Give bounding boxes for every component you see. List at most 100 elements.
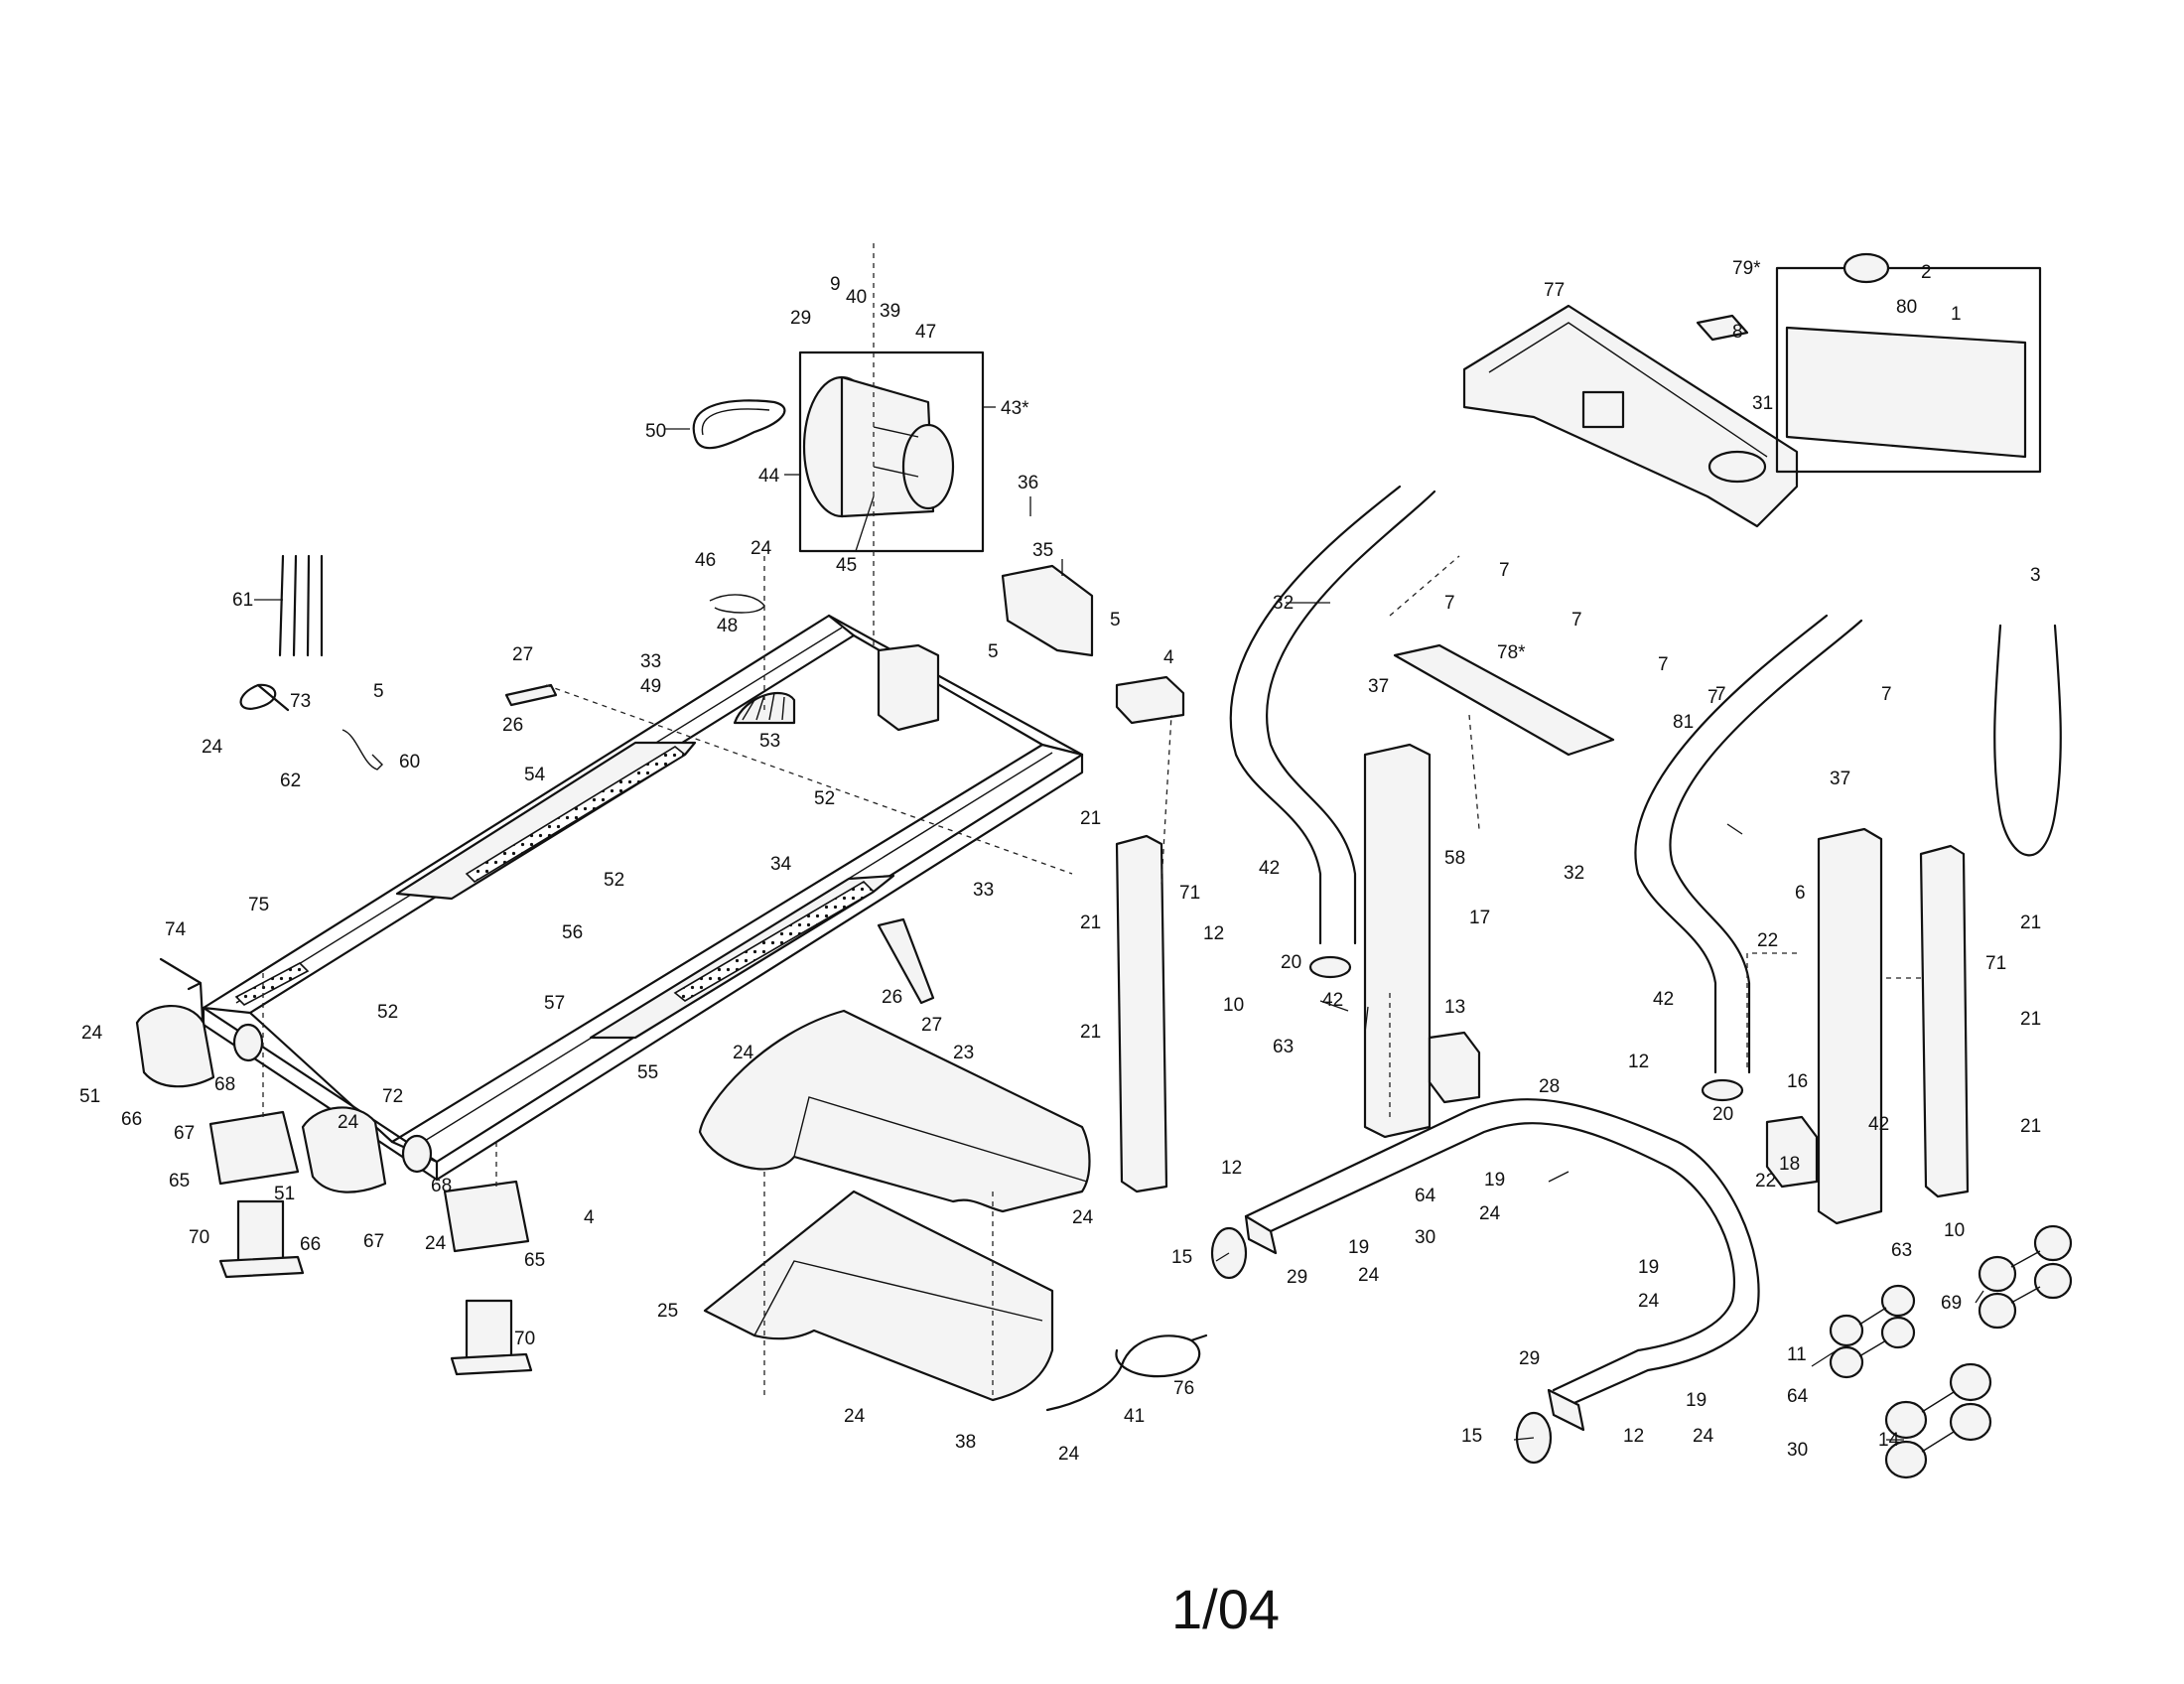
callout-5a: 5 <box>1110 610 1121 631</box>
motor-bracket-35 <box>1001 564 1094 657</box>
base-tray-25 <box>703 1190 1054 1402</box>
callout-47: 47 <box>915 322 936 343</box>
wire-46 <box>709 594 765 614</box>
callout-10b: 10 <box>1944 1220 1965 1241</box>
callout-28: 28 <box>1539 1076 1560 1097</box>
controller-4 <box>1115 675 1185 725</box>
end-cap-67-right <box>301 1106 387 1193</box>
callout-40: 40 <box>846 287 867 308</box>
callout-21b: 21 <box>1080 912 1101 933</box>
callout-42c: 42 <box>1653 989 1674 1010</box>
callout-27a: 27 <box>512 644 533 665</box>
callout-21a: 21 <box>1080 808 1101 829</box>
callout-13: 13 <box>1444 997 1465 1018</box>
callout-17: 17 <box>1469 908 1490 928</box>
callout-52a: 52 <box>814 788 835 809</box>
callout-7e: 7 <box>1707 687 1718 708</box>
safety-key-3 <box>1993 624 2062 857</box>
callout-79: 79* <box>1732 258 1761 279</box>
label-8 <box>1696 314 1749 342</box>
callout-75: 75 <box>248 895 269 915</box>
callout-1: 1 <box>1951 304 1962 325</box>
callout-22b: 22 <box>1755 1171 1776 1192</box>
callout-65a: 65 <box>169 1171 190 1192</box>
callout-58: 58 <box>1444 848 1465 869</box>
callout-67b: 67 <box>363 1231 384 1252</box>
console-77 <box>1462 304 1799 528</box>
callout-19a: 19 <box>1484 1170 1505 1191</box>
callout-3: 3 <box>2030 565 2041 586</box>
motor-mount <box>877 643 940 732</box>
callout-5b: 5 <box>988 641 999 662</box>
callout-20a: 20 <box>1281 952 1301 973</box>
callout-24i: 24 <box>1058 1444 1080 1465</box>
callout-20b: 20 <box>1712 1104 1733 1125</box>
callout-12a: 12 <box>1203 923 1224 944</box>
callout-57: 57 <box>544 993 565 1014</box>
callout-7b: 7 <box>1499 560 1510 581</box>
callout-70a: 70 <box>189 1227 209 1248</box>
callout-63a: 63 <box>1273 1037 1294 1057</box>
block-13 <box>1428 1031 1481 1104</box>
callout-30a: 30 <box>1415 1227 1435 1248</box>
drive-belt-50 <box>692 399 786 450</box>
callout-68b: 68 <box>431 1176 452 1196</box>
callout-41: 41 <box>1124 1406 1145 1427</box>
callout-44: 44 <box>758 466 780 487</box>
callout-50: 50 <box>645 421 666 442</box>
dumbbells-69 <box>1978 1224 2073 1330</box>
callout-24g: 24 <box>1072 1207 1094 1228</box>
callout-78: 78* <box>1497 642 1526 663</box>
callout-39: 39 <box>880 301 900 322</box>
callout-labels: 9 40 39 29 47 50 43* 44 36 45 24 46 48 3… <box>79 258 2041 1465</box>
callout-74: 74 <box>165 919 187 940</box>
callout-33a: 33 <box>640 651 661 672</box>
handrail-32-right <box>1634 614 1829 1074</box>
callout-29: 29 <box>790 308 811 329</box>
callout-7g: 7 <box>1715 684 1726 705</box>
motor-hood-23 <box>698 1009 1091 1213</box>
callout-2: 2 <box>1921 262 1932 283</box>
callout-18: 18 <box>1779 1154 1800 1175</box>
callout-37b: 37 <box>1830 769 1850 789</box>
callout-34: 34 <box>770 854 792 875</box>
callout-77: 77 <box>1544 280 1565 301</box>
callout-33b: 33 <box>973 880 994 901</box>
callout-49: 49 <box>640 676 661 697</box>
pad-75 <box>234 962 310 1006</box>
callout-24m: 24 <box>1693 1426 1714 1447</box>
callout-9: 9 <box>830 274 841 295</box>
callout-42a: 42 <box>1259 858 1280 879</box>
leader-lines <box>254 406 1984 1441</box>
callout-16: 16 <box>1787 1071 1808 1092</box>
callout-21c: 21 <box>1080 1022 1101 1043</box>
callout-11: 11 <box>1787 1344 1807 1365</box>
callout-65b: 65 <box>524 1250 545 1271</box>
callout-24f: 24 <box>425 1233 447 1254</box>
callout-21d: 21 <box>2020 912 2041 933</box>
wire-60 <box>341 729 383 771</box>
callout-32b: 32 <box>1564 863 1584 884</box>
callout-70b: 70 <box>514 1329 535 1349</box>
callout-64b: 64 <box>1787 1386 1809 1407</box>
leveler-65-right <box>443 1180 533 1376</box>
callout-67a: 67 <box>174 1123 195 1144</box>
callout-24c: 24 <box>81 1023 103 1044</box>
end-cap-67-left <box>135 1005 215 1088</box>
callout-31: 31 <box>1752 393 1773 414</box>
dumbbells-14 <box>1884 1362 1992 1479</box>
callout-12d: 12 <box>1623 1426 1644 1447</box>
callout-45: 45 <box>836 555 857 576</box>
callout-4a: 4 <box>1163 647 1174 668</box>
callout-42b: 42 <box>1322 990 1343 1011</box>
callout-22a: 22 <box>1757 930 1778 951</box>
callout-12c: 12 <box>1221 1158 1242 1179</box>
callout-66a: 66 <box>121 1109 142 1130</box>
dumbbells-11 <box>1829 1284 1916 1379</box>
handrail-32-left <box>1229 485 1402 945</box>
callout-52c: 52 <box>377 1002 398 1023</box>
callout-63b: 63 <box>1891 1240 1912 1261</box>
callout-29b: 29 <box>1519 1348 1540 1369</box>
callout-24d: 24 <box>733 1043 754 1063</box>
callout-12b: 12 <box>1628 1052 1649 1072</box>
